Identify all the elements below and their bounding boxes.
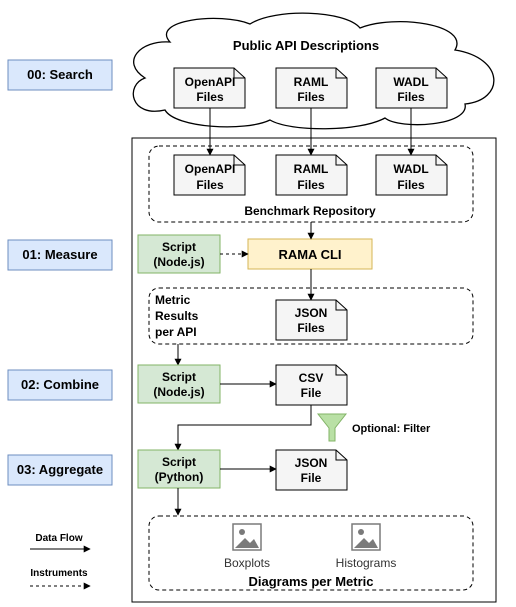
metric-results-label-3: per API xyxy=(155,325,197,339)
cloud-openapi-label-1: OpenAPI xyxy=(185,75,236,89)
histograms-image-icon xyxy=(351,523,381,551)
repo-raml-label-1: RAML xyxy=(294,162,329,176)
cloud-raml-label-1: RAML xyxy=(294,75,329,89)
metric-results-label-1: Metric xyxy=(155,293,191,307)
script-aggregate-label-2: (Python) xyxy=(155,470,204,484)
repo-openapi-label-1: OpenAPI xyxy=(185,162,236,176)
legend-data-flow-label: Data Flow xyxy=(35,533,82,544)
script-combine-label-2: (Node.js) xyxy=(153,385,204,399)
rama-cli-label: RAMA CLI xyxy=(278,247,341,262)
repo-raml-file: RAML Files xyxy=(275,154,348,196)
cloud-title: Public API Descriptions xyxy=(233,38,379,53)
legend-instruments-label: Instruments xyxy=(30,568,88,579)
phase-search-label: 00: Search xyxy=(27,67,93,82)
script-measure: Script (Node.js) xyxy=(137,234,221,274)
repo-wadl-label-1: WADL xyxy=(393,162,428,176)
script-aggregate: Script (Python) xyxy=(137,449,221,489)
repo-openapi-file: OpenAPI Files xyxy=(173,154,246,196)
script-measure-label-1: Script xyxy=(162,240,196,254)
json-files: JSON Files xyxy=(275,299,348,341)
boxplots-label: Boxplots xyxy=(224,556,270,570)
csv-file-label-2: File xyxy=(301,386,322,400)
json-files-label-2: Files xyxy=(297,321,325,335)
cloud-raml-label-2: Files xyxy=(297,90,325,104)
script-combine: Script (Node.js) xyxy=(137,364,221,404)
cloud-openapi-label-2: Files xyxy=(196,90,224,104)
phase-combine: 02: Combine xyxy=(7,369,113,401)
pipeline-container xyxy=(131,137,497,603)
diagrams-label: Diagrams per Metric xyxy=(249,574,374,589)
repo-wadl-label-2: Files xyxy=(397,178,425,192)
json-file-label-2: File xyxy=(301,471,322,485)
rama-cli: RAMA CLI xyxy=(247,238,373,270)
arrow-csv-to-aggregate xyxy=(174,405,312,451)
cloud-wadl-label-2: Files xyxy=(397,90,425,104)
phase-aggregate-label: 03: Aggregate xyxy=(17,462,103,477)
diagrams-group xyxy=(148,515,474,591)
script-aggregate-label-1: Script xyxy=(162,455,196,469)
json-file: JSON File xyxy=(275,449,348,491)
phase-measure: 01: Measure xyxy=(7,239,113,271)
metric-results-group xyxy=(148,287,474,345)
repo-openapi-label-2: Files xyxy=(196,178,224,192)
script-combine-label-1: Script xyxy=(162,370,196,384)
phase-combine-label: 02: Combine xyxy=(21,377,99,392)
benchmark-repository xyxy=(148,145,474,223)
phase-search: 00: Search xyxy=(7,59,113,91)
script-measure-label-2: (Node.js) xyxy=(153,255,204,269)
metric-results-label-2: Results xyxy=(155,309,199,323)
filter-label: Optional: Filter xyxy=(352,423,431,435)
phase-measure-label: 01: Measure xyxy=(22,247,97,262)
cloud-raml-file: RAML Files xyxy=(275,67,348,109)
cloud-openapi-file: OpenAPI Files xyxy=(173,67,246,109)
cloud-wadl-file: WADL Files xyxy=(375,67,448,109)
filter-icon xyxy=(316,413,348,442)
json-files-label-1: JSON xyxy=(295,306,328,320)
repo-wadl-file: WADL Files xyxy=(375,154,448,196)
cloud-wadl-label-1: WADL xyxy=(393,75,428,89)
repository-label: Benchmark Repository xyxy=(244,204,376,218)
csv-file: CSV File xyxy=(275,364,348,406)
repo-raml-label-2: Files xyxy=(297,178,325,192)
phase-aggregate: 03: Aggregate xyxy=(7,454,113,486)
boxplots-image-icon xyxy=(232,523,262,551)
csv-file-label-1: CSV xyxy=(299,371,324,385)
histograms-label: Histograms xyxy=(336,556,397,570)
json-file-label-1: JSON xyxy=(295,456,328,470)
